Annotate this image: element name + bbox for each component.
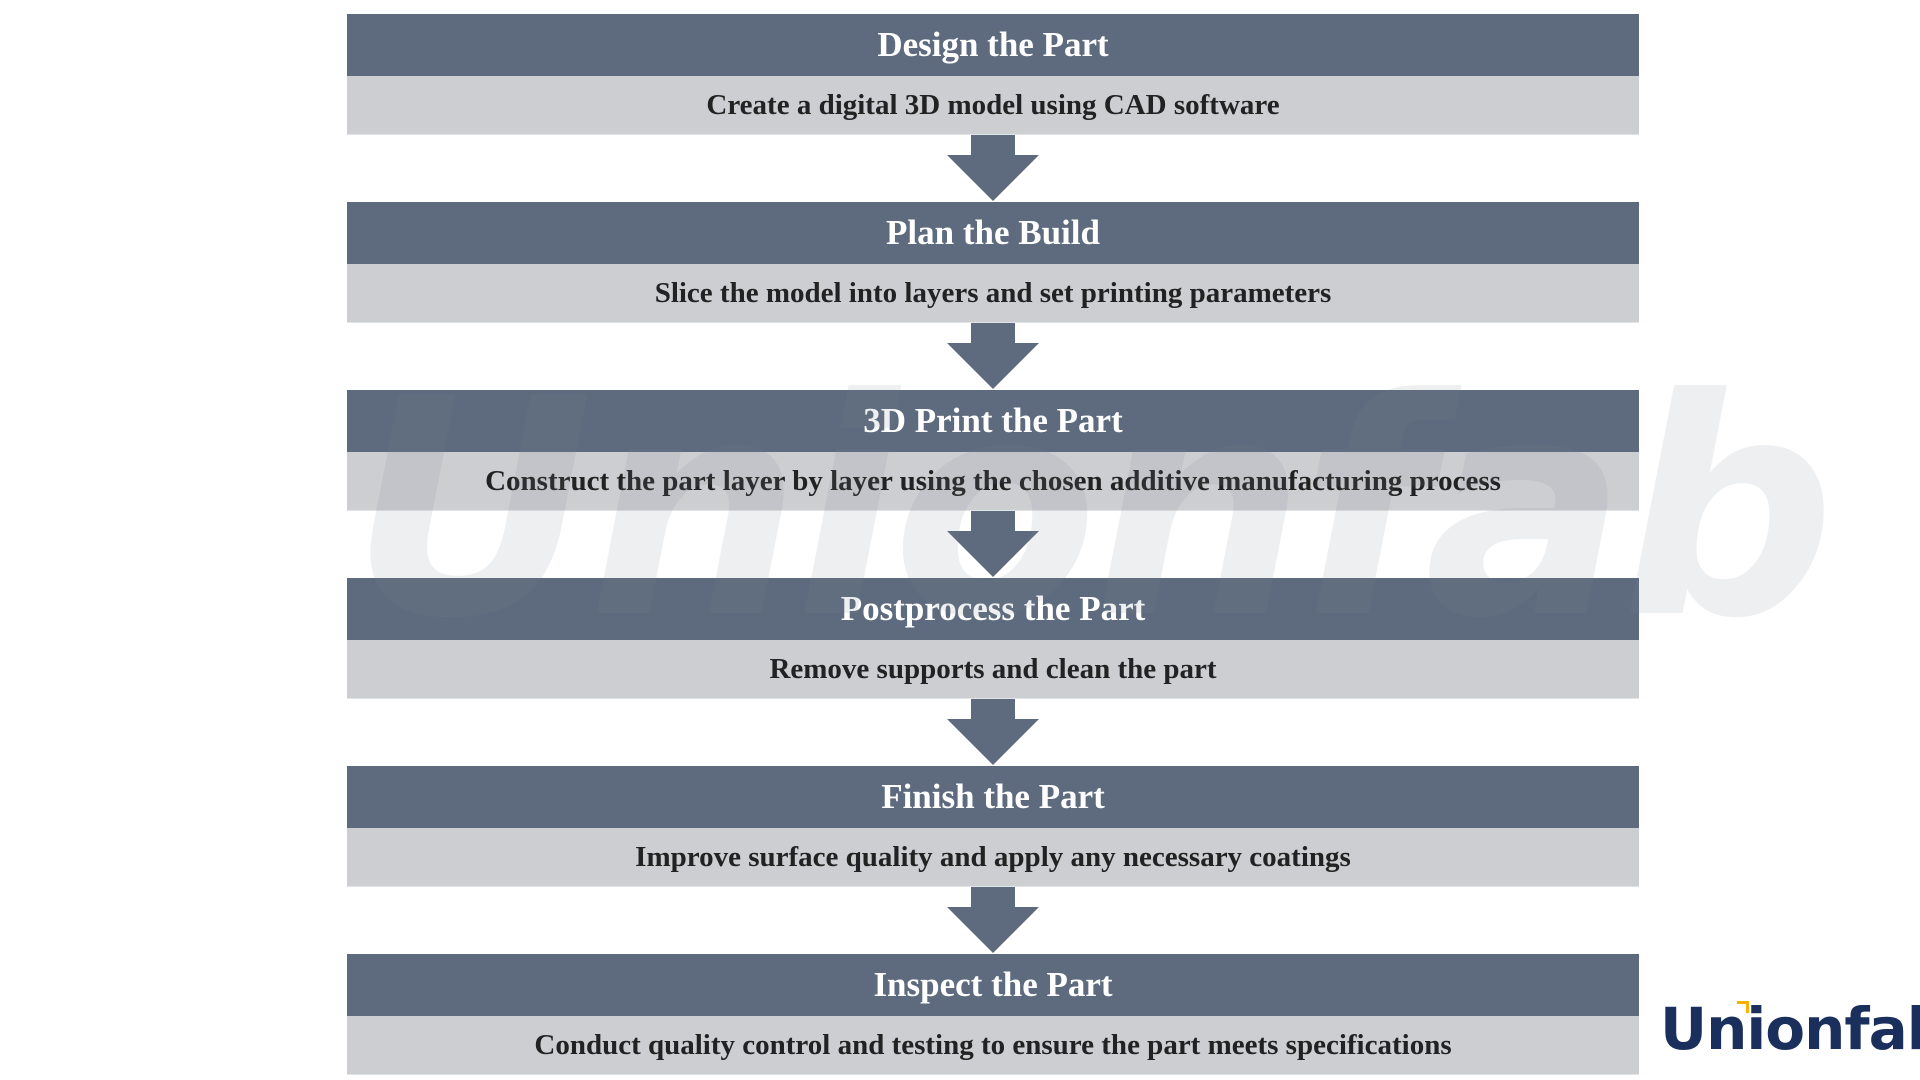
step-description: Slice the model into layers and set prin…	[347, 264, 1639, 323]
step-description: Create a digital 3D model using CAD soft…	[347, 76, 1639, 135]
step-title: Plan the Build	[347, 202, 1639, 264]
step-title: Inspect the Part	[347, 954, 1639, 1016]
step-description: Conduct quality control and testing to e…	[347, 1016, 1639, 1075]
step-description: Improve surface quality and apply any ne…	[347, 828, 1639, 887]
logo-accent-mark	[1737, 1001, 1749, 1013]
step-title: Design the Part	[347, 14, 1639, 76]
step-title: Postprocess the Part	[347, 578, 1639, 640]
arrow-down-icon	[947, 323, 1039, 389]
unionfab-logo: Unionfab	[1660, 995, 1920, 1063]
step-title: 3D Print the Part	[347, 390, 1639, 452]
arrow-down-icon	[947, 699, 1039, 765]
step-description: Remove supports and clean the part	[347, 640, 1639, 699]
arrow-down-icon	[947, 887, 1039, 953]
arrow-down-icon	[947, 511, 1039, 577]
process-step: Plan the Build Slice the model into laye…	[347, 202, 1639, 323]
connector	[347, 323, 1639, 390]
step-title: Finish the Part	[347, 766, 1639, 828]
process-step: 3D Print the Part Construct the part lay…	[347, 390, 1639, 511]
process-step: Postprocess the Part Remove supports and…	[347, 578, 1639, 699]
connector	[347, 135, 1639, 202]
arrow-down-icon	[947, 135, 1039, 201]
process-step: Finish the Part Improve surface quality …	[347, 766, 1639, 887]
process-step: Inspect the Part Conduct quality control…	[347, 954, 1639, 1075]
connector	[347, 511, 1639, 578]
connector	[347, 887, 1639, 954]
connector	[347, 699, 1639, 766]
process-flowchart: Design the Part Create a digital 3D mode…	[347, 14, 1639, 1075]
process-step: Design the Part Create a digital 3D mode…	[347, 14, 1639, 135]
step-description: Construct the part layer by layer using …	[347, 452, 1639, 511]
